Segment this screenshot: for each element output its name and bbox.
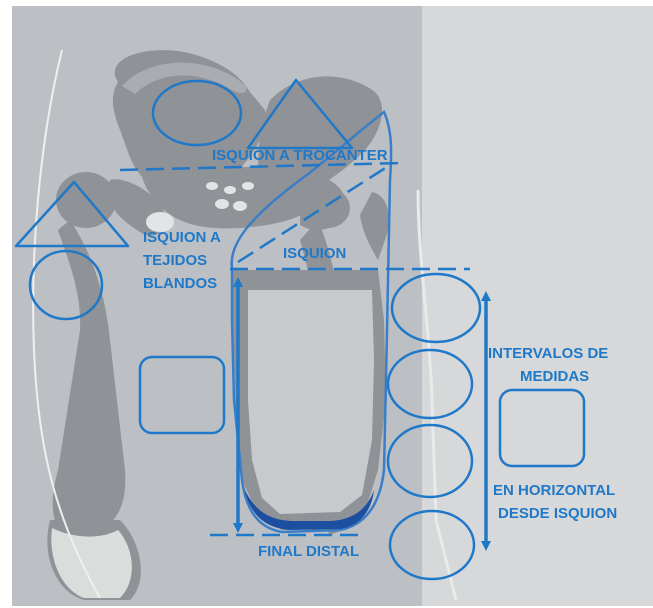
label-horizontal-1: EN HORIZONTAL (493, 482, 615, 499)
label-final-distal: FINAL DISTAL (258, 543, 359, 560)
label-isquion-trocanter: ISQUION A TROCANTER (212, 147, 388, 164)
label-isquion-tejidos-3: BLANDOS (143, 275, 217, 292)
label-isquion-tejidos-2: TEJIDOS (143, 252, 207, 269)
label-isquion-tejidos-1: ISQUION A (143, 229, 221, 246)
residual-limb-inner (248, 290, 374, 514)
label-horizontal-2: DESDE ISQUION (498, 505, 617, 522)
label-intervalos-2: MEDIDAS (520, 368, 589, 385)
label-intervalos-1: INTERVALOS DE (488, 345, 608, 362)
label-isquion: ISQUION (283, 245, 346, 262)
